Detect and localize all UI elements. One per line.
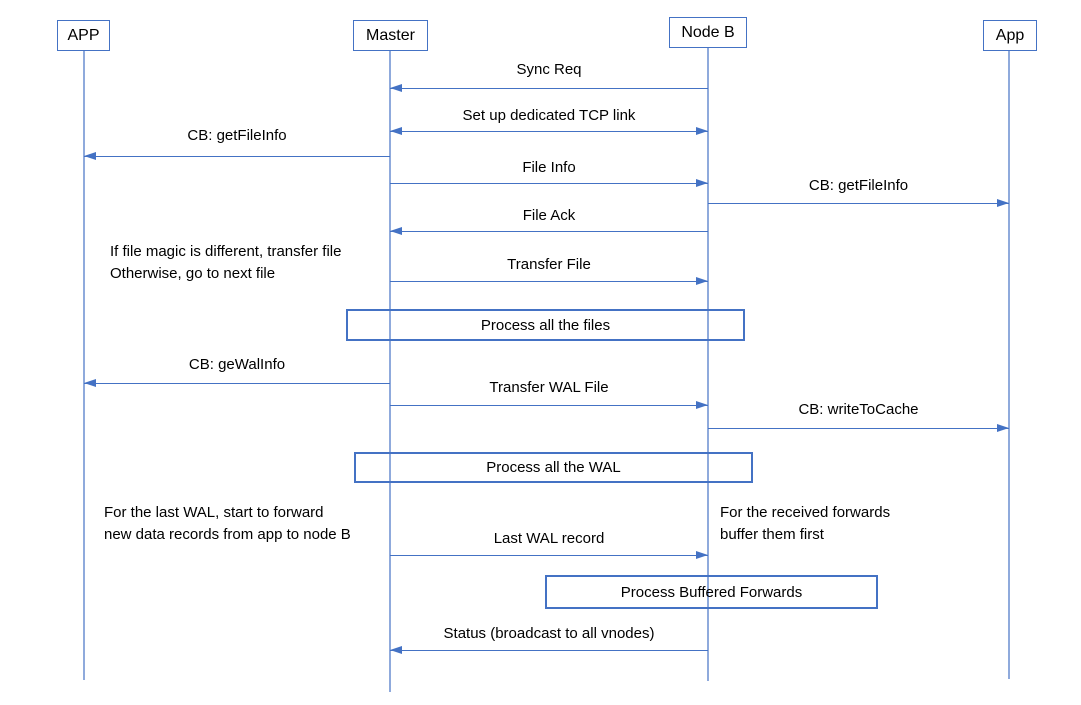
message-label-tcp-link: Set up dedicated TCP link [462, 107, 636, 124]
message-arrow-transfer-wal-file [390, 400, 708, 409]
actor-box-app-left: APP [57, 20, 110, 51]
lifeline-master [389, 51, 391, 692]
message-label-last-wal-record: Last WAL record [493, 530, 605, 547]
message-arrow-cb-writetocache [708, 423, 1009, 432]
lifeline-app-right [1008, 51, 1010, 679]
annotation-line: new data records from app to node B [104, 526, 351, 543]
process-box-label: Process Buffered Forwards [620, 583, 803, 601]
process-box-label: Process all the files [480, 316, 611, 334]
message-arrow-transfer-file [390, 276, 708, 285]
message-label-transfer-wal-file: Transfer WAL File [489, 379, 609, 396]
message-arrow-status-broadcast [390, 645, 708, 654]
message-arrow-last-wal-record [390, 550, 708, 559]
process-box-files: Process all the files [346, 309, 745, 341]
message-label-status-broadcast: Status (broadcast to all vnodes) [443, 625, 655, 642]
actor-label: Master [366, 26, 415, 44]
annotation-received-forwards: For the received forwards buffer them fi… [720, 502, 890, 546]
actor-label: App [995, 26, 1025, 44]
message-arrow-file-ack [390, 226, 708, 235]
actor-box-app-right: App [983, 20, 1037, 51]
annotation-line: For the received forwards [720, 504, 891, 521]
message-label-file-info: File Info [522, 159, 576, 176]
message-label-cb-getfileinfo-right: CB: getFileInfo [808, 177, 909, 194]
message-label-file-ack: File Ack [522, 207, 576, 224]
annotation-line: buffer them first [720, 526, 824, 543]
message-label-transfer-file: Transfer File [507, 256, 591, 273]
lifeline-app-left [83, 51, 85, 680]
message-arrow-cb-gewalinfo [84, 378, 390, 387]
actor-label: APP [67, 26, 100, 44]
annotation-line: If file magic is different, transfer fil… [110, 243, 342, 260]
lifeline-node-b [707, 48, 709, 681]
process-box-label: Process all the WAL [486, 459, 621, 476]
actor-box-master: Master [353, 20, 428, 51]
message-arrow-sync-req [390, 83, 708, 92]
message-arrow-cb-getfileinfo-right [708, 198, 1009, 207]
process-box-wal: Process all the WAL [354, 452, 753, 483]
annotation-line: For the last WAL, start to forward [104, 504, 324, 521]
message-label-cb-gewalinfo: CB: geWalInfo [188, 356, 286, 373]
message-label-sync-req: Sync Req [516, 61, 582, 78]
annotation-line: Otherwise, go to next file [110, 265, 276, 282]
process-box-buffered-forwards: Process Buffered Forwards [545, 575, 878, 609]
message-label-cb-getfileinfo-left: CB: getFileInfo [187, 127, 287, 144]
message-label-cb-writetocache: CB: writeToCache [798, 401, 919, 418]
message-arrow-cb-getfileinfo-left [84, 151, 390, 160]
actor-label: Node B [681, 23, 735, 41]
annotation-last-wal: For the last WAL, start to forward new d… [104, 502, 351, 546]
annotation-file-magic: If file magic is different, transfer fil… [110, 241, 341, 285]
message-arrow-file-info [390, 178, 708, 187]
actor-box-node-b: Node B [669, 17, 747, 48]
message-arrow-tcp-link [390, 126, 708, 135]
